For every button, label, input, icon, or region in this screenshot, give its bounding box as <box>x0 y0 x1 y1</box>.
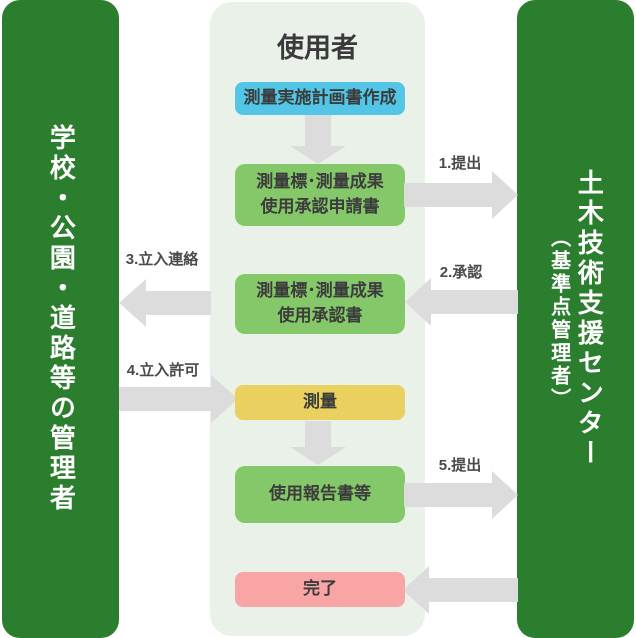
panel-title-user: 使用者 <box>277 33 358 63</box>
arrow-submit-1-body <box>404 183 492 207</box>
arrow-submit-1-head <box>492 171 518 219</box>
arrow-label-submit-1: 1.提出 <box>438 155 482 172</box>
arrow-approve-2-body <box>431 290 518 314</box>
arrow-label-entry-permit-4: 4.立入許可 <box>126 362 200 379</box>
right-center-column: 土木技術支援センター （基準点管理者） <box>517 0 634 638</box>
flow-box-use-approval-line1: 測量標･測量成果 <box>256 281 384 301</box>
arrow-entry-notice-3-head <box>119 279 146 327</box>
right-center-label-main: 土木技術支援センター <box>574 169 605 469</box>
flow-box-use-report: 使用報告書等 <box>235 466 405 523</box>
right-center-label-sub: （基準点管理者） <box>547 227 570 411</box>
left-manager-column: 学校・公園・道路等の管理者 <box>2 0 119 638</box>
flow-box-use-application-line2: 使用承認申請書 <box>260 197 380 216</box>
flow-box-complete: 完了 <box>235 572 405 607</box>
flow-box-use-approval-line2: 使用承認書 <box>277 306 363 325</box>
arrow-submit-5-body <box>404 483 492 507</box>
arrow-complete-body <box>429 578 518 602</box>
arrow-entry-permit-4-body <box>119 387 211 411</box>
flow-box-complete-label: 完了 <box>303 579 337 599</box>
down-arrow-2-body <box>305 421 331 447</box>
flow-box-survey-plan-label: 測量実施計画書作成 <box>243 88 397 108</box>
right-center-label: 土木技術支援センター （基準点管理者） <box>546 169 606 469</box>
arrow-label-entry-notice-3: 3.立入連絡 <box>125 251 199 268</box>
flow-box-use-application-line1: 測量標･測量成果 <box>256 172 384 192</box>
arrow-label-approve-2: 2.承認 <box>439 264 483 281</box>
flow-box-survey: 測量 <box>235 385 405 420</box>
arrow-submit-5-head <box>492 471 518 519</box>
arrow-label-submit-5: 5.提出 <box>438 457 482 474</box>
flow-box-use-approval: 測量標･測量成果 使用承認書 <box>235 274 405 334</box>
flow-box-survey-label: 測量 <box>303 392 337 412</box>
arrow-entry-notice-3-body <box>146 291 211 315</box>
left-manager-label: 学校・公園・道路等の管理者 <box>46 124 77 514</box>
flow-box-use-application: 測量標･測量成果 使用承認申請書 <box>235 164 405 226</box>
down-arrow-1-body <box>305 115 331 146</box>
flow-box-use-report-label: 使用報告書等 <box>269 484 371 504</box>
flow-box-survey-plan: 測量実施計画書作成 <box>235 82 405 115</box>
